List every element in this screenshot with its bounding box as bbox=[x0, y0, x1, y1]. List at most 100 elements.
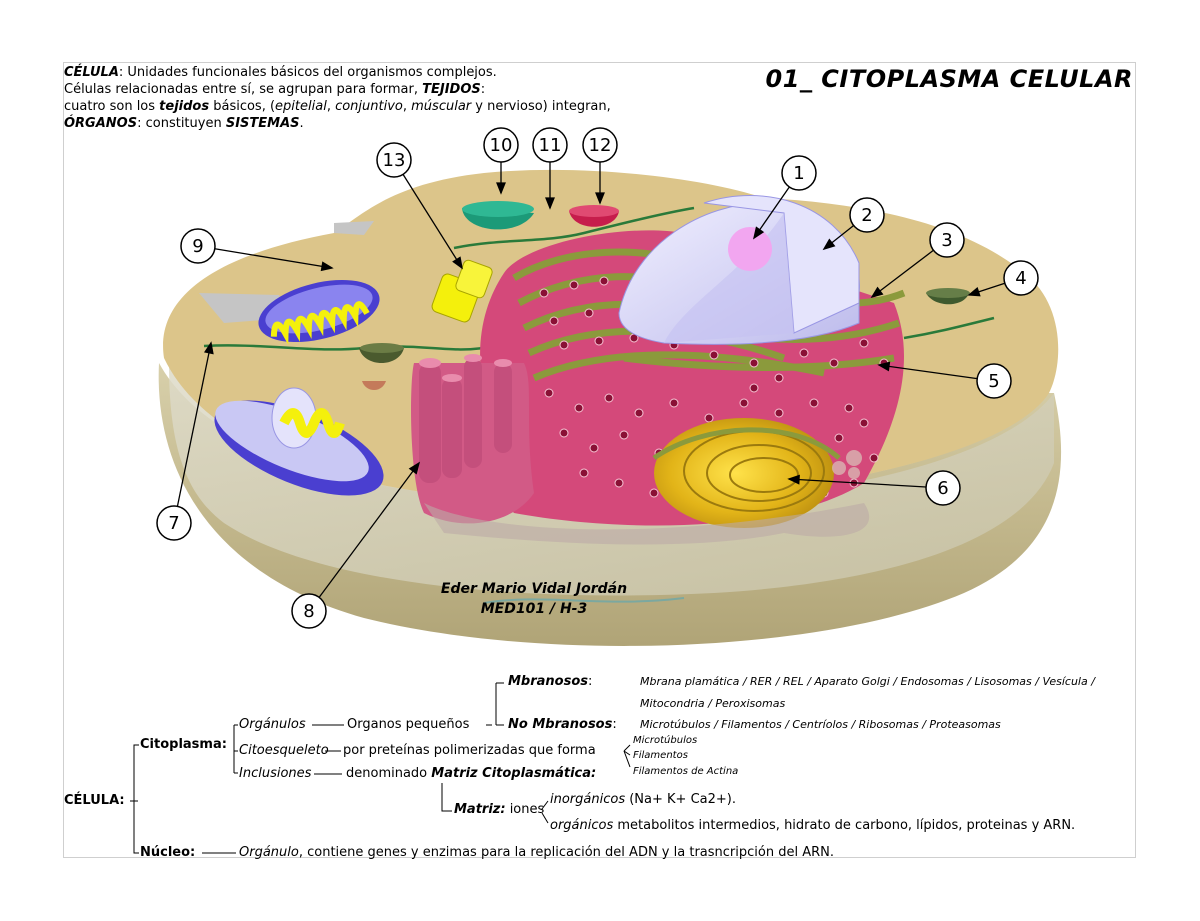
vesicle-cluster bbox=[832, 450, 862, 479]
arrowhead-12 bbox=[595, 192, 605, 205]
page-frame: CÉLULA: Unidades funcionales básicos del… bbox=[63, 62, 1136, 860]
arrowhead-7 bbox=[203, 341, 214, 355]
leader-lines bbox=[176, 162, 1006, 598]
golgi-apparatus-6 bbox=[652, 418, 841, 528]
tree-inorganicos: inorgánicos (Na+ K+ Ca2+). bbox=[550, 792, 736, 807]
vesicle-10-top bbox=[462, 201, 534, 217]
tree-citoesqueleto-desc: por preteínas polimerizadas que forma bbox=[343, 743, 596, 758]
organicos-label: orgánicos bbox=[550, 818, 614, 833]
er-shadow bbox=[424, 503, 870, 545]
callout-circle-11 bbox=[532, 127, 568, 163]
callout-number-8: 8 bbox=[303, 601, 314, 622]
ribosome-dot bbox=[604, 393, 614, 403]
ribosome-dot bbox=[749, 383, 759, 393]
ribosome-dot bbox=[859, 338, 869, 348]
ribosome-dot bbox=[774, 373, 784, 383]
tree-organos-pequenos: Organos pequeños bbox=[347, 717, 470, 732]
peroxisome-4-top bbox=[926, 288, 970, 298]
ribosome-dot bbox=[559, 340, 569, 350]
callout-circle-4 bbox=[1003, 260, 1039, 296]
ribosome-dot bbox=[569, 280, 579, 290]
leader-line-6 bbox=[788, 478, 927, 488]
inorganicos-label: inorgánicos bbox=[550, 792, 626, 807]
ribosome-dot bbox=[844, 403, 854, 413]
tree-filamentos: Filamentos bbox=[633, 750, 688, 761]
callout-circle-10 bbox=[483, 127, 519, 163]
tree-nucleo: Núcleo: bbox=[140, 845, 196, 860]
ribosome-dot bbox=[589, 443, 599, 453]
mitochondrion-bottom bbox=[214, 387, 384, 496]
tree-citoesqueleto: Citoesqueleto bbox=[239, 743, 329, 758]
arrowhead-8 bbox=[408, 461, 421, 475]
header-line-2-text: Células relacionadas entre sí, se agrupa… bbox=[64, 82, 423, 97]
ribosome-dot bbox=[834, 433, 844, 443]
header-line-4-text: : constituyen bbox=[137, 116, 226, 131]
arrowhead-13 bbox=[452, 256, 463, 270]
iones-text: iones bbox=[505, 802, 545, 817]
tree-lines bbox=[130, 682, 631, 854]
matriz-citoplasmatica: Matriz Citoplasmática: bbox=[431, 766, 597, 781]
leader-line-5 bbox=[878, 364, 978, 380]
centriole-13 bbox=[431, 259, 493, 323]
ribosome-dot bbox=[559, 428, 569, 438]
ribosome-dot bbox=[579, 468, 589, 478]
nucleo-desc: , contiene genes y enzimas para la repli… bbox=[298, 845, 834, 860]
arrowhead-5 bbox=[877, 361, 891, 372]
callout-circle-5 bbox=[976, 363, 1012, 399]
mbranosos-label: Mbranosos bbox=[508, 674, 589, 689]
arrowhead-4 bbox=[967, 286, 981, 297]
comma-2: , bbox=[402, 99, 412, 114]
header-line-4-period: . bbox=[299, 116, 304, 131]
lysosome-12-top bbox=[569, 205, 619, 217]
ribosome-dot bbox=[869, 453, 879, 463]
ribosome-dot bbox=[704, 413, 714, 423]
callout-circle-13 bbox=[376, 142, 412, 178]
vesicle-small bbox=[362, 381, 386, 390]
tree-matriz-cito-line: denominado Matriz Citoplasmática: bbox=[346, 766, 596, 781]
no-mbranosos-colon: : bbox=[612, 717, 617, 732]
tree-celula: CÉLULA: bbox=[64, 793, 125, 808]
callout-number-3: 3 bbox=[941, 230, 952, 251]
tree-microtubulos: Microtúbulos bbox=[633, 735, 698, 746]
callout-number-1: 1 bbox=[793, 163, 804, 184]
leader-line-9 bbox=[214, 248, 333, 269]
header-line-1: CÉLULA: Unidades funcionales básicos del… bbox=[64, 64, 497, 81]
callout-number-4: 4 bbox=[1015, 268, 1026, 289]
celula-term: CÉLULA bbox=[64, 65, 119, 80]
microfilament-line bbox=[483, 597, 685, 604]
callout-number-10: 10 bbox=[490, 135, 513, 156]
nucleus bbox=[618, 195, 860, 345]
arrowhead-9 bbox=[320, 261, 334, 272]
callout-circle-12 bbox=[582, 127, 618, 163]
arrowhead-11 bbox=[545, 197, 555, 210]
callout-circle-7 bbox=[156, 505, 192, 541]
author-name: Eder Mario Vidal Jordán bbox=[441, 581, 627, 597]
callout-number-11: 11 bbox=[539, 135, 562, 156]
callout-circle-6 bbox=[925, 470, 961, 506]
arrowhead-6 bbox=[787, 474, 800, 485]
ribosome-dot bbox=[539, 288, 549, 298]
muscular-word: múscular bbox=[411, 99, 472, 114]
ribosome-dot bbox=[649, 488, 659, 498]
ribosome-dot bbox=[544, 388, 554, 398]
ribosome-dot bbox=[634, 408, 644, 418]
inorganicos-desc: (Na+ K+ Ca2+). bbox=[625, 792, 736, 807]
tree-mbranosos: Mbranosos: bbox=[508, 674, 592, 689]
ribosome-dot bbox=[669, 398, 679, 408]
ribosome-dot bbox=[809, 398, 819, 408]
tree-organicos: orgánicos metabolitos intermedios, hidra… bbox=[550, 818, 1075, 833]
header-line-3: cuatro son los tejidos básicos, (epiteli… bbox=[64, 98, 611, 115]
mbranosos-colon: : bbox=[588, 674, 593, 689]
header-line-3-end: y nervioso) integran, bbox=[471, 99, 611, 114]
vesicle-mid-top bbox=[360, 343, 404, 353]
ribosome-dot bbox=[829, 358, 839, 368]
leader-line-3 bbox=[871, 249, 934, 298]
arrowhead-10 bbox=[496, 182, 506, 195]
tejidos-word: tejidos bbox=[159, 99, 210, 114]
microfilament-line bbox=[453, 206, 695, 250]
tree-citoplasma: Citoplasma: bbox=[140, 737, 227, 752]
callout-number-5: 5 bbox=[988, 371, 999, 392]
leader-line-7 bbox=[176, 342, 212, 507]
ribosome-dot bbox=[549, 316, 559, 326]
